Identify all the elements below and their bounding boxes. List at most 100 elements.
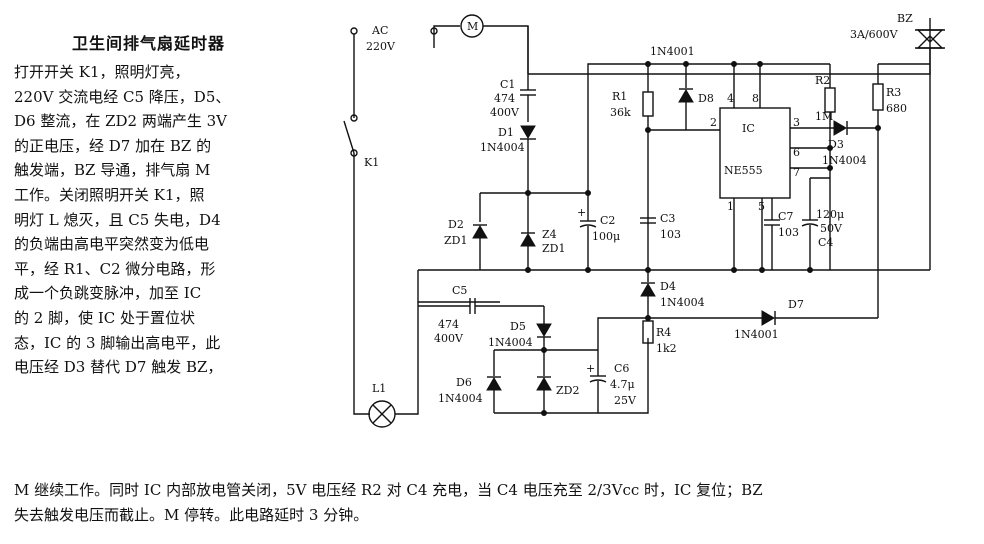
capacitor-c2: + C2 100μ	[577, 193, 620, 270]
motor-label: M	[467, 20, 478, 33]
c3-value: 103	[660, 228, 681, 241]
pin1-label: 1	[727, 200, 734, 213]
c6-voltage: 25V	[614, 394, 637, 407]
resistor-r3: R3 680	[872, 64, 907, 318]
d4-part: 1N4004	[660, 296, 705, 309]
triac-bz: BZ 3A/600V	[850, 12, 945, 270]
d1-label: D1	[498, 126, 514, 139]
description-line: 的负端由高电平突然变为低电	[14, 235, 210, 254]
diode-d1: D1 1N4004	[480, 125, 536, 193]
diode-d6: D6 1N4004	[438, 376, 502, 413]
d2-label: D2	[448, 218, 464, 231]
description-line: 电压经 D3 替代 D7 触发 BZ，	[14, 358, 223, 377]
ac-label: AC	[371, 24, 388, 37]
c7-label: C7	[778, 210, 793, 223]
ic-part: NE555	[724, 164, 763, 177]
c2-label: C2	[600, 214, 615, 227]
zd1-label-a: ZD1	[444, 234, 467, 247]
ac-voltage-label: 220V	[366, 40, 396, 53]
d4-label: D4	[660, 280, 676, 293]
zd1-label-b: ZD1	[542, 242, 565, 255]
resistor-r1: R1 36k	[610, 64, 654, 270]
switch-label: K1	[364, 156, 379, 169]
diode-d7: D7 1N4001	[734, 298, 878, 341]
description-line: 平，经 R1、C2 微分电路，形	[14, 259, 216, 278]
c3-label: C3	[660, 212, 675, 225]
description-continuation-line: M 继续工作。同时 IC 内部放电管关闭，5V 电压经 R2 对 C4 充电，当…	[14, 481, 763, 499]
description-line: 工作。关闭照明开关 K1，照	[14, 185, 205, 204]
pin3-label: 3	[793, 116, 800, 129]
c6-label: C6	[614, 362, 629, 375]
c5-label: C5	[452, 284, 467, 297]
d5-part: 1N4004	[488, 336, 533, 349]
c6-plus: +	[586, 362, 595, 375]
description-continuation-line: 失去触发电压而截止。M 停转。此电路延时 3 分钟。	[14, 505, 369, 524]
description-line: 触发端，BZ 导通，排气扇 M	[14, 161, 211, 180]
c4-value: 120μ	[816, 208, 844, 221]
c4-label: C4	[818, 236, 833, 249]
zener-z4: Z4 ZD1	[520, 193, 565, 270]
r2-label: R2	[815, 74, 830, 87]
capacitor-c7: C7 103	[764, 198, 799, 270]
d7-wire	[597, 317, 762, 350]
zener-d2: D2 ZD1	[444, 193, 488, 270]
d6-part: 1N4004	[438, 392, 483, 405]
d5-label: D5	[510, 320, 526, 333]
r1-label: R1	[612, 90, 627, 103]
c6-value: 4.7μ	[610, 378, 635, 391]
diode-d5: D5 1N4004	[488, 306, 552, 350]
description-line: 打开开关 K1，照明灯亮，	[14, 63, 190, 81]
r3-value: 680	[886, 102, 907, 115]
lower-left-wire	[417, 270, 500, 303]
rail-wire	[480, 63, 734, 194]
line-wire	[353, 34, 370, 415]
ac-input: AC 220V	[350, 24, 438, 53]
rectifier-wire	[493, 349, 599, 376]
junction-dots	[525, 61, 881, 416]
lamp-l1: L1	[368, 382, 396, 428]
pin8-label: 8	[752, 92, 759, 105]
description-text: 打开开关 K1，照明灯亮， 220V 交流电经 C5 降压，D5、 D6 整流，在 …	[14, 60, 276, 380]
capacitor-c6: + C6 4.7μ 25V	[586, 362, 637, 413]
pin2-label: 2	[710, 116, 717, 129]
d3-part: 1N4004	[822, 154, 867, 167]
capacitor-c5: C5 474 400V	[418, 284, 544, 345]
lamp-return-wire	[395, 302, 419, 415]
bz-label: BZ	[897, 12, 913, 25]
diode-d8: D8	[678, 64, 714, 130]
circuit-schematic: AC 220V K1 L1 M C1 474 400V D1 1N4004	[343, 12, 945, 428]
description-line: 成一个负跳变脉冲，加至 IC	[14, 284, 202, 303]
c5-value: 474	[438, 318, 459, 331]
r3-label: R3	[886, 86, 901, 99]
d8-label: D8	[698, 92, 714, 105]
c2-plus: +	[577, 206, 586, 219]
pin7-label: 7	[793, 166, 800, 179]
switch-k1[interactable]: K1	[343, 114, 379, 169]
d6-label: D6	[456, 376, 472, 389]
d7-part: 1N4001	[734, 328, 779, 341]
lamp-label: L1	[372, 382, 386, 395]
capacitor-c3: C3 103	[640, 212, 681, 241]
capacitor-c4: 120μ 50V C4	[801, 178, 844, 270]
top-diode-part: 1N4001	[650, 45, 695, 58]
c7-value: 103	[778, 226, 799, 239]
description-line: D6 整流，在 ZD2 两端产生 3V	[14, 112, 228, 131]
r4-label: R4	[656, 326, 671, 339]
ic-power-wires	[733, 63, 830, 270]
threshold-wires	[790, 147, 830, 169]
description-line: 的 2 脚，使 IC 处于置位状	[14, 308, 196, 327]
z4-label: Z4	[542, 228, 557, 241]
diode-d3: D3 1N4004	[790, 120, 878, 167]
r1-value: 36k	[610, 106, 631, 119]
pin6-label: 6	[793, 146, 800, 159]
zd2-label: ZD2	[556, 384, 579, 397]
resistor-r4: R4 1k2	[642, 320, 677, 355]
pin4-label: 4	[727, 92, 734, 105]
description-line: 态，IC 的 3 脚输出高电平，此	[14, 333, 221, 352]
description-line: 220V 交流电经 C5 降压，D5、	[14, 87, 231, 106]
d7-label: D7	[788, 298, 804, 311]
neutral-wire	[433, 25, 460, 48]
c5-voltage: 400V	[434, 332, 464, 345]
c1-voltage: 400V	[490, 106, 520, 119]
